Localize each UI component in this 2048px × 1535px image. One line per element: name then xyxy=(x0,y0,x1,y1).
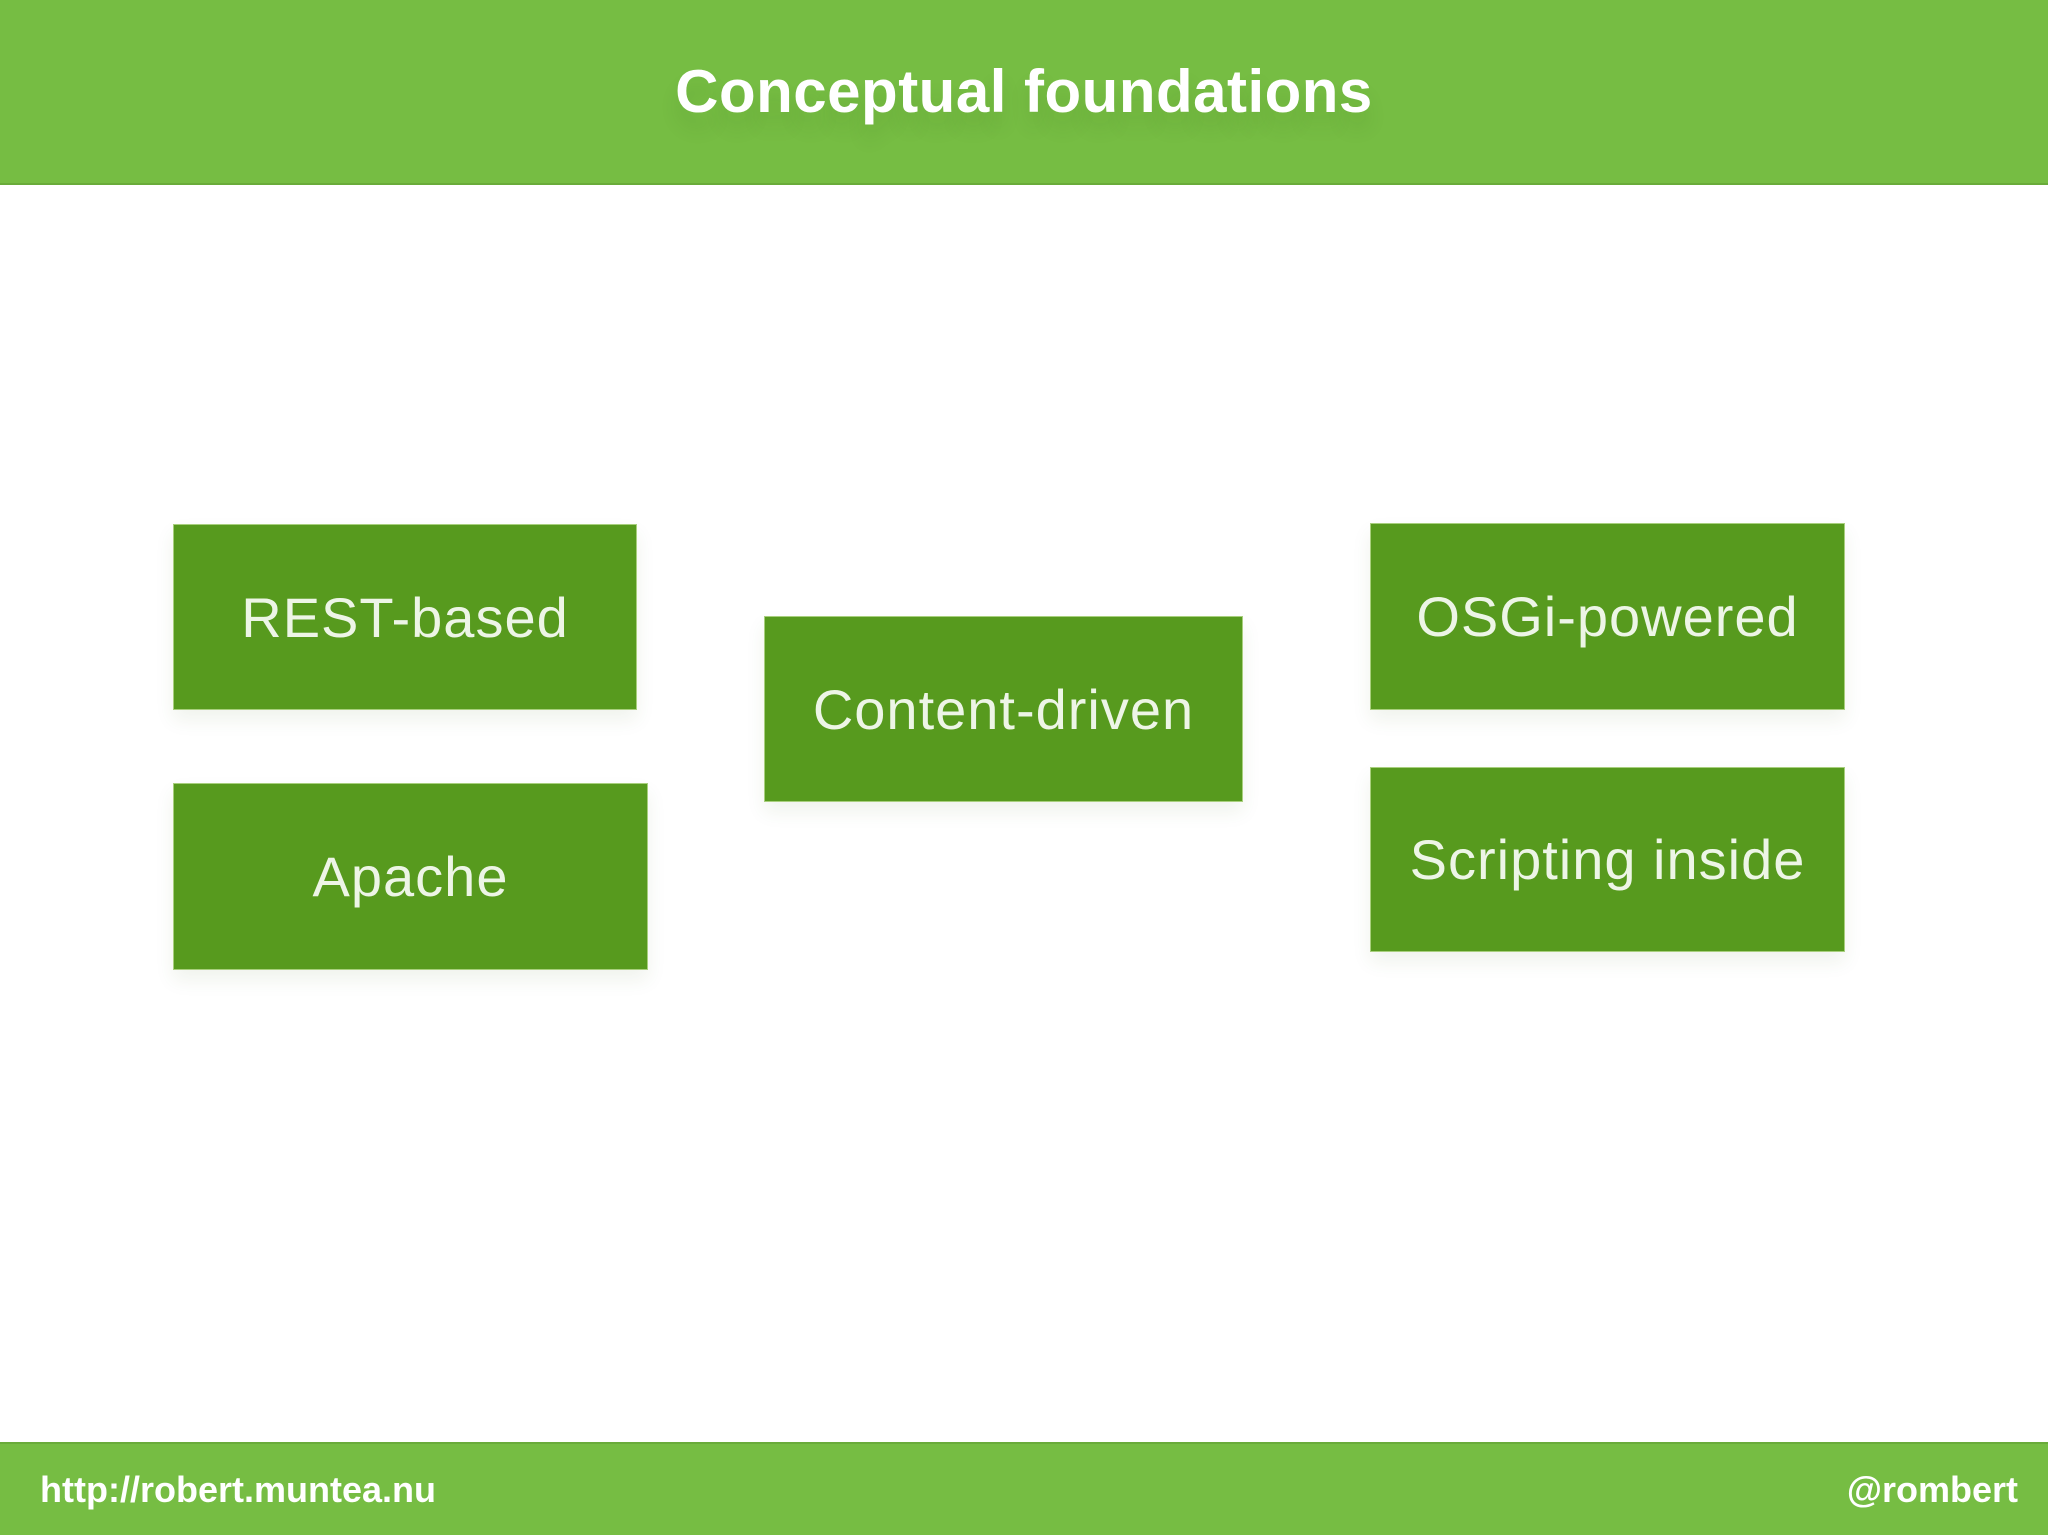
concept-box-osgi-powered: OSGi-powered xyxy=(1370,523,1845,710)
slide-footer-bar: http://robert.muntea.nu @rombert xyxy=(0,1442,2048,1535)
concept-box-apache: Apache xyxy=(173,783,648,970)
concept-box-label: Apache xyxy=(312,845,509,908)
slide-title-bar: Conceptual foundations xyxy=(0,0,2048,185)
concept-box-label: Content-driven xyxy=(812,677,1195,741)
concept-box-content-driven: Content-driven xyxy=(764,616,1243,802)
slide-title: Conceptual foundations xyxy=(675,58,1373,125)
footer-url: http://robert.muntea.nu xyxy=(40,1468,436,1510)
concept-box-scripting-inside: Scripting inside xyxy=(1370,767,1845,952)
concept-box-rest-based: REST-based xyxy=(173,524,637,710)
concept-box-label: OSGi-powered xyxy=(1416,585,1799,648)
concept-box-label: Scripting inside xyxy=(1409,828,1806,891)
footer-twitter-handle: @rombert xyxy=(1846,1468,2018,1510)
concept-box-label: REST-based xyxy=(241,585,569,649)
